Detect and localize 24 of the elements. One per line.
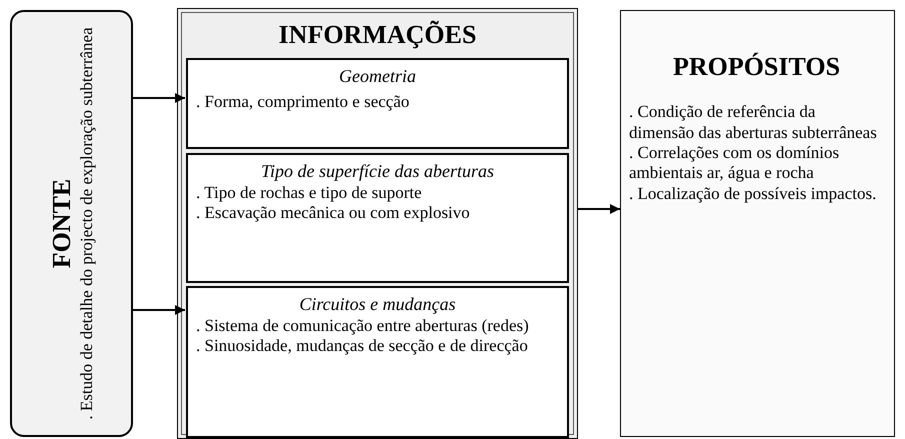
arrow [133, 93, 185, 103]
heading: PROPÓSITOS [672, 51, 842, 82]
description-text: . Tipo de rochas e tipo de suporte [196, 182, 423, 203]
description-text: . Condição de referência da dimensão das aberturas subterrâneas [629, 102, 878, 143]
text-box [10, 10, 133, 437]
heading: Geometria [338, 66, 417, 88]
description-text: . Correlações com os domínios ambientais ar, água e rocha [629, 142, 840, 184]
description-text: . Sistema de comunicação entre aberturas (redes) [196, 316, 530, 336]
description-text: . Localização de possíveis impactos. [629, 184, 878, 204]
description-text: . Sinuosidade, mudanças de secção e de direcção [196, 336, 529, 356]
heading: Tipo de superfície das aberturas [260, 161, 495, 183]
text-box [186, 153, 569, 283]
arrow [133, 305, 185, 315]
heading: INFORMAÇÕES [278, 19, 478, 51]
description-text: . Estudo de detalhe do projecto de exploração subterrânea [76, 27, 97, 420]
description-text: . Escavação mecânica ou com explosivo [196, 202, 471, 224]
arrow [578, 204, 620, 214]
text-box [186, 286, 569, 438]
heading: Circuitos e mudanças [298, 294, 457, 316]
text-box [186, 58, 569, 149]
group-panel [177, 8, 578, 439]
text-box [620, 10, 895, 437]
heading: FONTE [46, 178, 77, 268]
description-text: . Forma, comprimento e secção [196, 92, 410, 112]
